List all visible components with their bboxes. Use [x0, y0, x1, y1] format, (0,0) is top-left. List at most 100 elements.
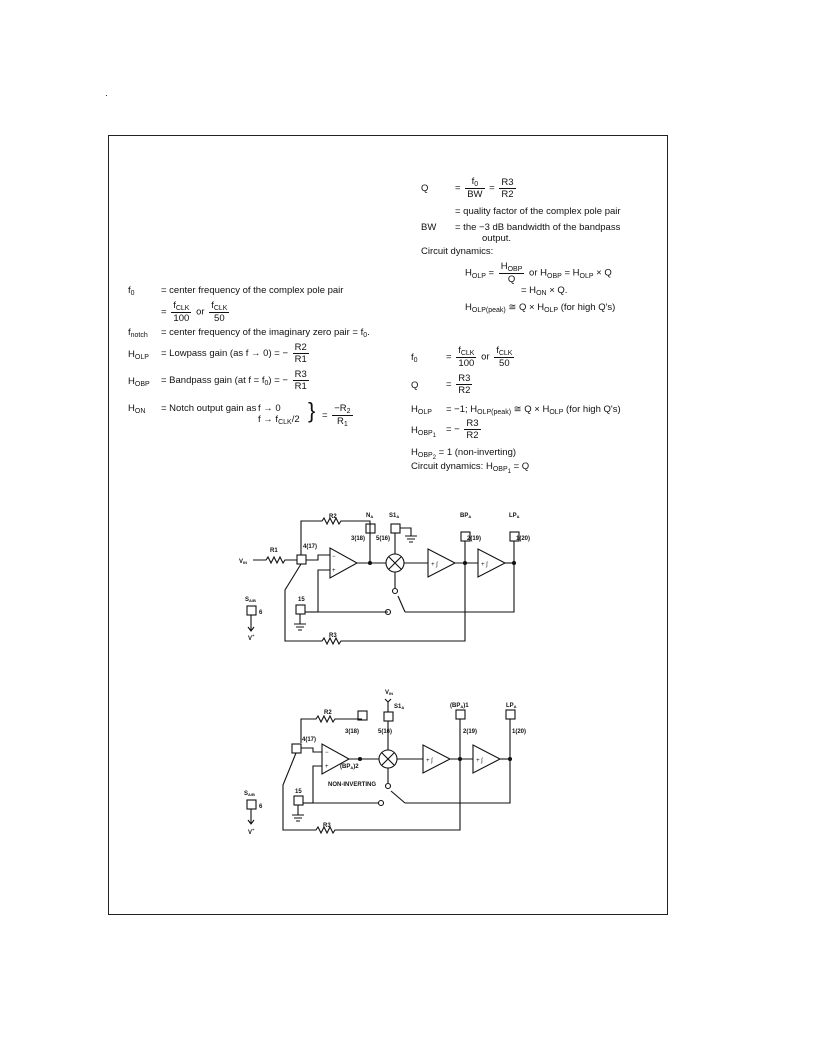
- hobp1-symbol: HOBP1: [411, 425, 437, 439]
- integrator-3: [422, 744, 452, 774]
- bw-definition-1: = the −3 dB bandwidth of the bandpass: [455, 222, 621, 233]
- q-definition: = quality factor of the complex pole pai…: [455, 206, 621, 217]
- svg-text:V+: V+: [248, 633, 255, 642]
- svg-text:LPA: LPA: [509, 513, 520, 519]
- holp-symbol: HOLP: [128, 349, 149, 361]
- svg-text:VIN: VIN: [385, 690, 393, 696]
- pin-s1a-b: [383, 711, 394, 722]
- pin-15: [295, 604, 306, 615]
- hobp2-line: HOBP2 = 1 (non-inverting): [411, 447, 517, 461]
- pin-bpa1: [455, 709, 466, 720]
- dynamics-line-2: = HON × Q.: [521, 285, 568, 297]
- pin-4-17-b: [291, 743, 302, 754]
- svg-text:3(18): 3(18): [345, 729, 359, 735]
- svg-text:+: +: [332, 568, 336, 574]
- svg-text:BPA: BPA: [460, 513, 471, 519]
- svg-text:+ ∫: + ∫: [426, 757, 433, 764]
- svg-text:5(16): 5(16): [376, 536, 390, 542]
- page-dot: [106, 95, 107, 96]
- svg-text:R3: R3: [329, 633, 337, 639]
- svg-text:+ ∫: + ∫: [476, 757, 483, 764]
- integrator-4: [472, 744, 502, 774]
- opamp-2: [321, 743, 351, 775]
- svg-text:LPA: LPA: [506, 703, 517, 709]
- r2-feedback: [300, 516, 371, 555]
- f0b-symbol: f0: [411, 352, 418, 364]
- svg-text:1(20): 1(20): [516, 536, 530, 542]
- dynamics-b-line: Circuit dynamics: HOBP1 = Q: [411, 461, 530, 475]
- svg-text:+: +: [325, 764, 329, 770]
- svg-text:R2: R2: [329, 514, 337, 520]
- pin-sab: [246, 605, 257, 616]
- svg-text:6: 6: [259, 610, 263, 616]
- holpb-definition: = −1; HOLP(peak) ≅ Q × HOLP (for high Q'…: [446, 404, 621, 416]
- pin-lpa-b: [505, 709, 516, 720]
- svg-text:VIN: VIN: [239, 559, 247, 565]
- svg-text:SA/B: SA/B: [244, 791, 255, 797]
- circuit-2-labels: VIN S1A (BPA)1 LPA R2 R3 4(17) 3(18) 5(1…: [244, 690, 526, 836]
- pin-4-17: [296, 554, 307, 565]
- hon-condition-1: f → 0: [258, 403, 281, 414]
- f0-definition: = center frequency of the complex pole p…: [161, 285, 344, 296]
- integrator-1: [427, 548, 457, 578]
- pin-bpa: [460, 531, 471, 542]
- f0-symbol: f0: [128, 285, 135, 297]
- svg-text:5(16): 5(16): [378, 729, 392, 735]
- integrator-2: [477, 548, 507, 578]
- bw-definition-2: output.: [482, 233, 512, 244]
- pin-3-18-b: [357, 710, 368, 721]
- pin-lpa: [509, 531, 520, 542]
- svg-text:S1A: S1A: [394, 704, 404, 710]
- r1-resistor: [253, 555, 297, 565]
- fnotch-symbol: fnotch: [128, 327, 148, 339]
- svg-text:S1A: S1A: [389, 513, 399, 519]
- svg-text:2(19): 2(19): [467, 536, 481, 542]
- svg-text:15: 15: [295, 789, 302, 795]
- bw-symbol: BW: [421, 222, 437, 233]
- svg-text:3(18): 3(18): [351, 536, 365, 542]
- svg-text:SA/B: SA/B: [245, 597, 256, 603]
- svg-text:15: 15: [298, 597, 305, 603]
- fnotch-definition: = center frequency of the imaginary zero…: [161, 327, 370, 339]
- qb-symbol: Q: [411, 380, 419, 391]
- pin-15-b: [293, 795, 304, 806]
- svg-text:+ ∫: + ∫: [481, 561, 488, 568]
- svg-text:1(20): 1(20): [512, 729, 526, 735]
- svg-text:V+: V+: [248, 827, 255, 836]
- svg-text:NON-INVERTING: NON-INVERTING: [328, 782, 376, 788]
- svg-text:R1: R1: [270, 548, 278, 554]
- circuit-1: [246, 516, 520, 646]
- svg-text:(BPA)1: (BPA)1: [450, 703, 469, 709]
- circuit-1-labels: VIN R1 R2 R3 NA S1A BPA LPA 4(17) 3(18) …: [239, 513, 530, 642]
- page-frame: [108, 135, 668, 915]
- svg-text:(BPA)2: (BPA)2: [340, 764, 359, 770]
- hon-brace: }: [308, 398, 316, 423]
- hon-symbol: HON: [128, 403, 146, 415]
- svg-text:NA: NA: [366, 513, 373, 519]
- svg-text:2(19): 2(19): [463, 729, 477, 735]
- svg-text:4(17): 4(17): [303, 544, 317, 550]
- svg-text:R3: R3: [323, 823, 331, 829]
- hon-definition: = Notch output gain as: [161, 403, 257, 414]
- circuit-2: [246, 698, 516, 835]
- circuit-dynamics-label: Circuit dynamics:: [421, 246, 494, 257]
- svg-text:+ ∫: + ∫: [431, 561, 438, 568]
- pin-s1a: [390, 523, 401, 534]
- q-symbol: Q: [421, 183, 429, 194]
- pin-sab-b: [246, 799, 257, 810]
- svg-text:−: −: [332, 554, 336, 560]
- svg-text:R2: R2: [324, 710, 332, 716]
- svg-text:−: −: [325, 750, 329, 756]
- opamp-1: [329, 547, 359, 579]
- hon-condition-2: f → fCLK/2: [258, 414, 300, 426]
- holpb-symbol: HOLP: [411, 404, 432, 416]
